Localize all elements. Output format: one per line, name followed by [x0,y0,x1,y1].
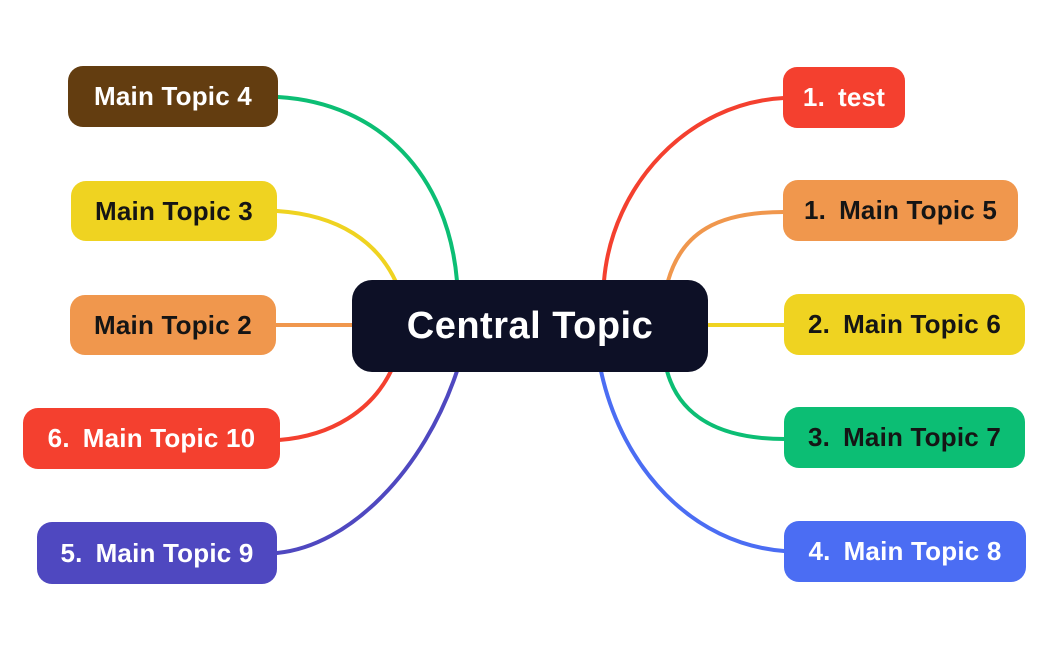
central-topic-label: Central Topic [406,304,654,347]
node-main-topic-4[interactable]: Main Topic 4 [68,66,278,127]
connector-main-topic-4 [276,95,459,283]
node-main-topic-9[interactable]: 5. Main Topic 9 [37,522,277,584]
node-main-topic-7[interactable]: 3. Main Topic 7 [784,407,1025,468]
central-topic-node[interactable]: Central Topic [352,280,708,372]
node-label: Main Topic 3 [95,195,253,226]
node-label: Main Topic 10 [82,423,256,453]
node-main-topic-6[interactable]: 2. Main Topic 6 [784,294,1025,355]
connector-main-topic-5 [666,210,786,283]
connector-main-topic-7 [665,369,787,441]
node-label: test [838,82,886,112]
node-main-topic-5[interactable]: 1. Main Topic 5 [783,180,1018,241]
node-label: Main Topic 7 [843,422,1002,452]
node-main-topic-8[interactable]: 4. Main Topic 8 [784,521,1026,582]
node-label: Main Topic 6 [843,309,1002,339]
connector-main-topic-10 [277,369,393,442]
node-main-topic-10[interactable]: 6. Main Topic 10 [23,408,280,469]
node-test[interactable]: 1. test [783,67,905,128]
node-number: 3. [807,422,831,452]
node-label: Main Topic 4 [94,81,252,111]
connector-main-topic-9 [275,369,459,555]
connector-main-topic-3 [275,209,398,284]
node-number: 1. [803,195,827,225]
node-label: Main Topic 9 [95,537,254,568]
node-number: 2. [807,309,831,339]
node-label: Main Topic 5 [839,195,998,225]
node-label: Main Topic 8 [843,536,1002,566]
node-main-topic-2[interactable]: Main Topic 2 [70,295,276,355]
node-number: 4. [808,536,831,566]
node-label: Main Topic 2 [94,309,252,340]
connector-test [602,96,786,283]
node-main-topic-3[interactable]: Main Topic 3 [71,181,277,241]
connector-main-topic-8 [599,369,786,553]
node-number: 5. [60,537,83,568]
node-number: 1. [802,82,826,112]
node-number: 6. [47,423,70,453]
